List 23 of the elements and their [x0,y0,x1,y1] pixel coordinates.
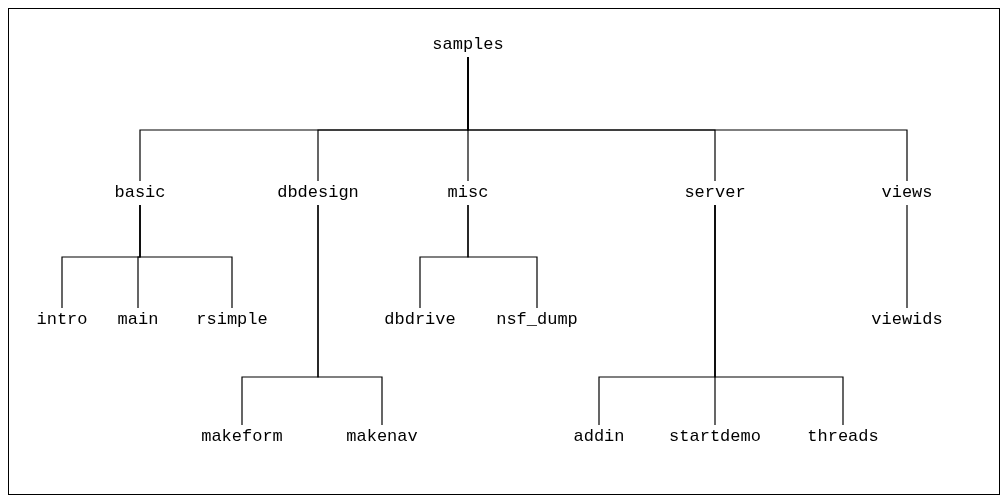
directory-name: nsf_dump [496,310,578,330]
directory-name: basic [114,183,166,203]
tree-connector [317,204,383,426]
directory-name: intro [36,310,88,330]
directory-name: threads [807,427,879,447]
directory-name: makeform [201,427,283,447]
directory-name: viewids [871,310,943,330]
directory-name: dbdesign [277,183,359,203]
tree-connector [467,204,538,309]
directory-name: makenav [346,427,418,447]
directory-name: startdemo [669,427,761,447]
directory-name: server [684,183,746,203]
directory-name: views [881,183,933,203]
tree-connector [467,56,908,182]
directory-name: main [117,310,159,330]
tree-connector [906,204,908,309]
directory-name: dbdrive [384,310,456,330]
directory-name: rsimple [196,310,268,330]
directory-name: addin [573,427,625,447]
tree-connector [139,204,233,309]
tree-connector [714,204,844,426]
directory-name: samples [432,35,504,55]
directory-name: misc [447,183,489,203]
